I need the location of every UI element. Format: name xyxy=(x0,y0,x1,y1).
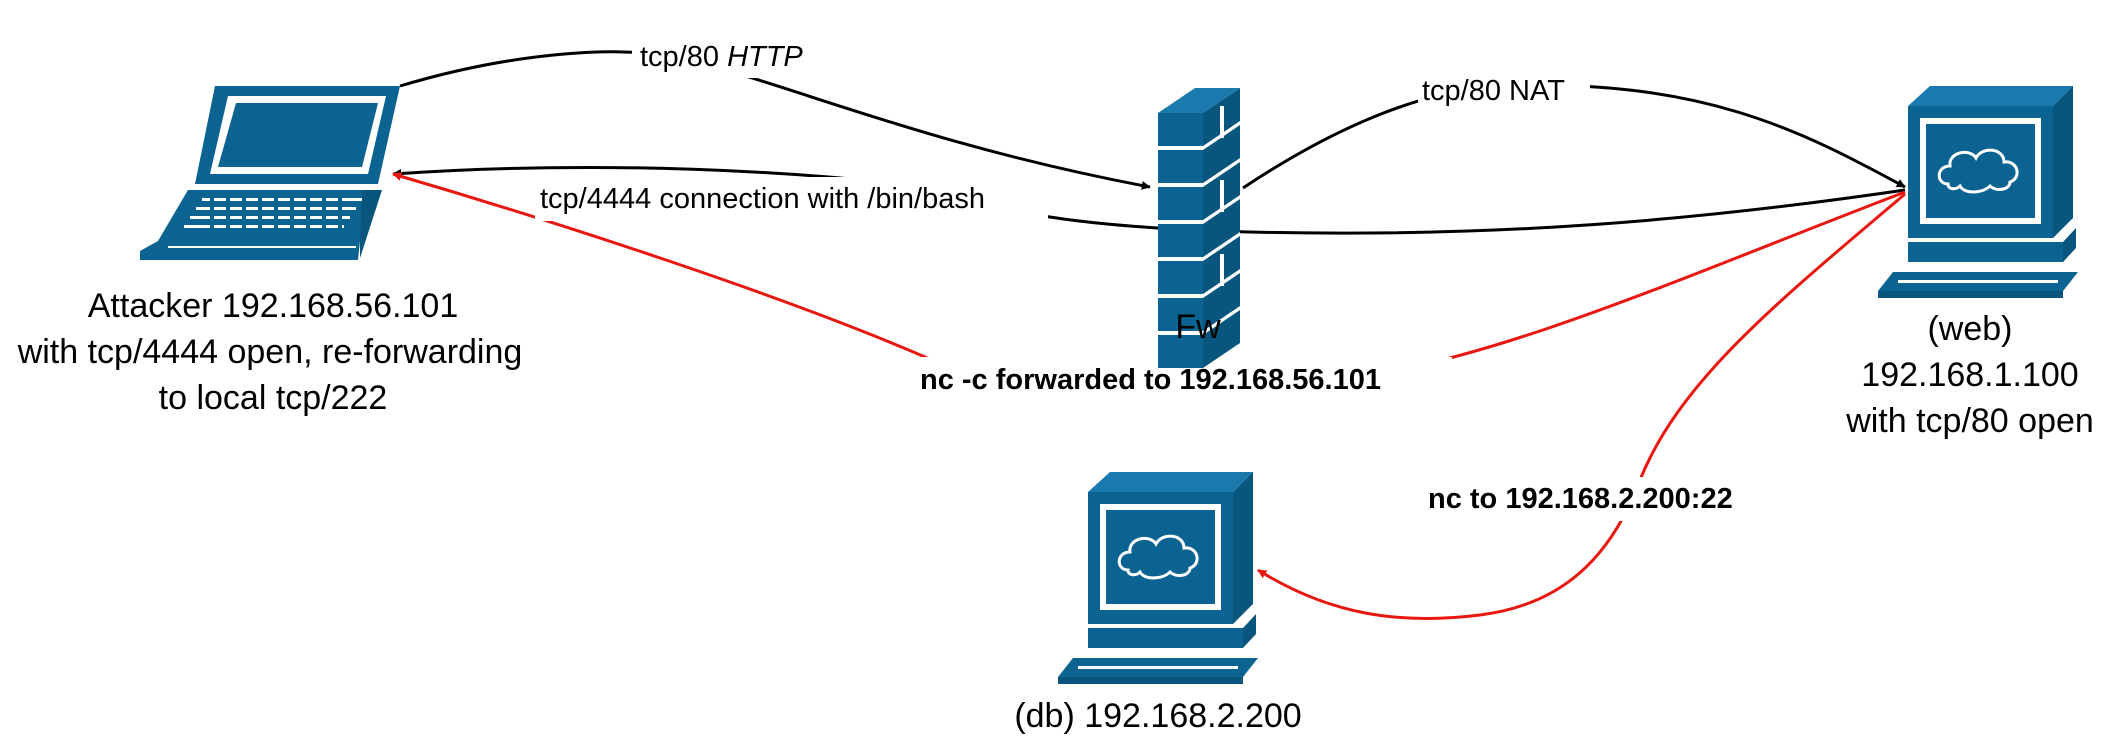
edge-nc-db xyxy=(1257,192,1906,621)
firewall-label: Fw xyxy=(1175,308,1221,346)
attacker-label-line1: Attacker 192.168.56.101 xyxy=(88,287,459,325)
firewall-icon xyxy=(1158,88,1240,368)
edge-reverse-connection xyxy=(392,165,1906,235)
web-label-line2: 192.168.1.100 xyxy=(1861,356,2078,394)
edge-label-reverse: tcp/4444 connection with /bin/bash xyxy=(540,183,985,215)
web-label-line1: (web) xyxy=(1927,310,2012,348)
edge-label-nc-forwarded: nc -c forwarded to 192.168.56.101 xyxy=(920,364,1381,396)
web-label-line3: with tcp/80 open xyxy=(1845,402,2094,440)
db-label: (db) 192.168.2.200 xyxy=(1014,697,1301,735)
attacker-label-line3: to local tcp/222 xyxy=(159,379,388,417)
edge-label-nc-db: nc to 192.168.2.200:22 xyxy=(1428,483,1733,515)
attacker-label: Attacker 192.168.56.101 with tcp/4444 op… xyxy=(17,287,523,417)
workstation-icon-db xyxy=(1058,472,1258,684)
web-label: (web) 192.168.1.100 with tcp/80 open xyxy=(1845,310,2094,440)
workstation-icon-web xyxy=(1878,86,2078,298)
attacker-label-line2: with tcp/4444 open, re-forwarding xyxy=(17,333,523,371)
laptop-icon xyxy=(140,86,400,260)
edge-label-http: tcp/80 HTTP xyxy=(640,41,803,73)
edge-label-nat: tcp/80 NAT xyxy=(1422,75,1565,107)
